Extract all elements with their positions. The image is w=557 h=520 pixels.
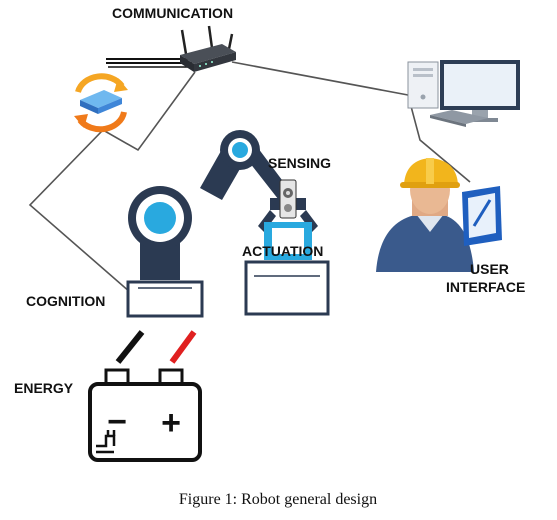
desktop-computer-icon — [407, 60, 520, 127]
label-cognition: COGNITION — [26, 293, 105, 309]
negative-wire — [115, 330, 145, 364]
label-actuation: ACTUATION — [242, 243, 323, 259]
router-icon — [106, 25, 236, 72]
battery-minus-symbol: − — [107, 403, 127, 441]
battery-icon: − + — [88, 368, 202, 462]
label-user-interface-line2: INTERFACE — [446, 279, 525, 295]
label-energy: ENERGY — [14, 380, 74, 396]
figure-caption: Figure 1: Robot general design — [179, 491, 377, 508]
sensor-icon — [279, 179, 297, 219]
battery-wires — [115, 330, 197, 364]
tablet-icon — [462, 186, 502, 246]
battery-plus-symbol: + — [161, 404, 181, 442]
label-sensing: SENSING — [268, 155, 331, 171]
computer-to-tablet-line — [407, 94, 471, 183]
engineer-icon — [376, 158, 474, 272]
plug-icon — [96, 430, 116, 454]
positive-wire — [169, 330, 197, 364]
label-user-interface-line1: USER — [470, 261, 509, 277]
label-communication: COMMUNICATION — [112, 5, 233, 21]
sync-device-icon — [74, 73, 128, 133]
router-to-computer-line — [231, 61, 409, 96]
